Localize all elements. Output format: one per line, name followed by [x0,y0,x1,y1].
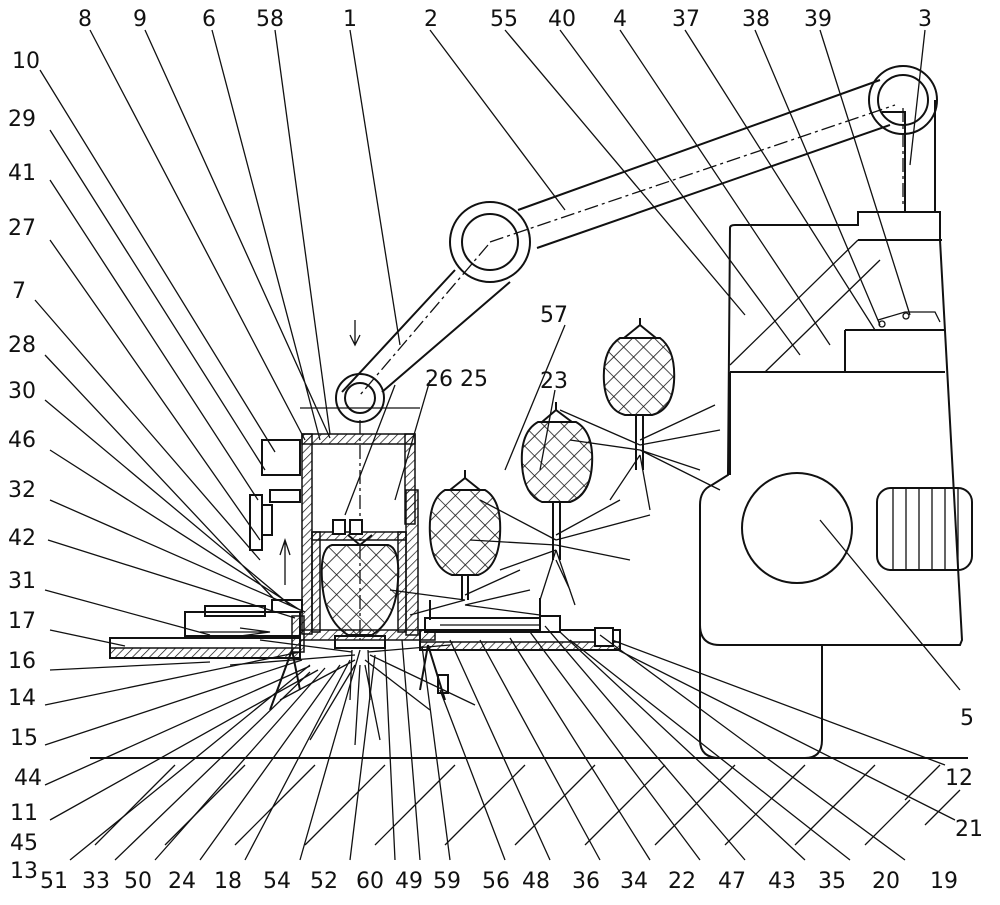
label-34: 34 [620,869,648,894]
label-59: 59 [433,869,461,894]
label-8: 8 [78,7,92,32]
mast [868,65,938,212]
label-22: 22 [668,869,696,894]
label-11: 11 [10,801,38,826]
label-47: 47 [718,869,746,894]
label-4: 4 [613,7,627,32]
wrist-joint [335,373,385,423]
elbow-joint [449,201,531,283]
label-36: 36 [572,869,600,894]
label-14: 14 [8,686,36,711]
label-21: 21 [955,817,983,842]
label-41: 41 [8,161,36,186]
label-23: 23 [540,369,568,394]
label-38: 38 [742,7,770,32]
pineapple-plant-1 [389,470,541,616]
label-55: 55 [490,7,518,32]
label-45: 45 [10,831,38,856]
label-48: 48 [522,869,550,894]
label-10: 10 [12,49,40,74]
label-37: 37 [672,7,700,32]
label-20: 20 [872,869,900,894]
label-26: 26 [425,367,453,392]
labels-inner: 26 25 57 23 [425,303,568,394]
vehicle-body [699,211,973,759]
vehicle-window [876,487,973,571]
label-24: 24 [168,869,196,894]
ground [90,757,968,846]
label-50: 50 [124,869,152,894]
label-58: 58 [256,7,284,32]
label-16: 16 [8,649,36,674]
conveyor-left [109,611,305,659]
label-49: 49 [395,869,423,894]
label-46: 46 [8,428,36,453]
upper-arm [449,79,896,283]
label-57: 57 [540,303,568,328]
lower-arm [300,244,511,640]
label-29: 29 [8,107,36,132]
label-39: 39 [804,7,832,32]
label-3: 3 [918,7,932,32]
vehicle-wheel [741,472,853,584]
label-15: 15 [10,726,38,751]
label-9: 9 [133,7,147,32]
pineapple-held-leaves [229,639,476,746]
leader-lines [34,29,961,861]
pineapple-held [229,534,476,746]
upper-joint [868,65,938,135]
label-51: 51 [40,869,68,894]
label-54: 54 [263,869,291,894]
labels-bottom: 51 33 50 24 18 54 52 60 49 59 56 48 36 3… [40,869,958,894]
labels-top: 8 9 6 58 1 2 55 40 4 37 38 39 3 [78,7,932,32]
label-18: 18 [214,869,242,894]
pineapple-plant-2 [469,402,651,606]
pineapple-plant-3 [559,318,721,511]
label-35: 35 [818,869,846,894]
label-42: 42 [8,526,36,551]
label-5: 5 [960,706,974,731]
label-43: 43 [768,869,796,894]
label-28: 28 [8,333,36,358]
label-17: 17 [8,609,36,634]
label-19: 19 [930,869,958,894]
label-56: 56 [482,869,510,894]
label-2: 2 [424,7,438,32]
conveyor-right [419,598,621,651]
label-13: 13 [10,859,38,884]
labels-right: 5 12 21 [945,706,983,842]
label-52: 52 [310,869,338,894]
label-31: 31 [8,569,36,594]
label-6: 6 [202,7,216,32]
label-7: 7 [12,279,26,304]
label-25: 25 [460,367,488,392]
labels-left: 10 29 41 27 7 28 30 46 32 42 31 17 16 14… [8,49,42,884]
label-1: 1 [343,7,357,32]
label-32: 32 [8,478,36,503]
label-40: 40 [548,7,576,32]
label-12: 12 [945,766,973,791]
label-30: 30 [8,379,36,404]
label-27: 27 [8,216,36,241]
label-33: 33 [82,869,110,894]
label-44: 44 [14,766,42,791]
label-60: 60 [356,869,384,894]
